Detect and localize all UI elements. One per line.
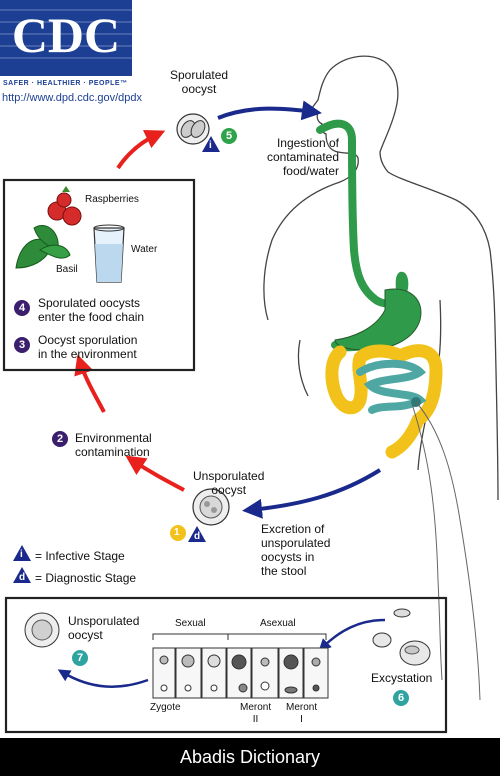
arrow-zygote-to-oocyst (57, 669, 149, 688)
bottom-unsporulated-label: Unsporulated oocyst (68, 614, 140, 642)
stage-4-badge: 4 (14, 300, 30, 316)
stage-5-label: Ingestion of contaminated food/water (266, 136, 339, 178)
stage-2-label: Environmental contamination (75, 431, 152, 459)
excystation-oocyst-image (372, 608, 431, 666)
arrow-excystation-to-meront (318, 618, 386, 652)
parasite-stages (159, 654, 321, 694)
arrow-oocyst-to-env (125, 455, 185, 492)
intracellular-box (4, 596, 448, 734)
stage-1-label: Excretion of unsporulated oocysts in the… (261, 522, 331, 578)
human-body-outline (263, 55, 499, 501)
stage-4-label: Sporulated oocysts enter the food chain (38, 296, 145, 324)
arrow-env-to-food (74, 354, 106, 413)
sexual-label: Sexual (175, 618, 206, 629)
infective-marker-icon (202, 136, 220, 152)
arrow-to-mouth (217, 100, 322, 121)
stage-3-badge: 3 (14, 337, 30, 353)
unsporulated-oocyst-label: Unsporulated oocyst (193, 469, 265, 497)
bottom-unsporulated-oocyst-image (24, 612, 60, 648)
digestive-tract (316, 119, 443, 459)
stage-7-badge: 7 (72, 650, 88, 666)
infective-legend-icon (13, 545, 31, 561)
legend-infective: = Infective Stage (35, 549, 125, 563)
cdc-tagline: SAFER · HEALTHIER · PEOPLE™ (3, 80, 128, 87)
legend-i-letter: i (20, 549, 23, 560)
arrow-food-to-oocyst (116, 129, 166, 170)
asexual-label: Asexual (260, 618, 296, 629)
legend-diagnostic: = Diagnostic Stage (35, 571, 137, 585)
cdc-logo-letters: CDC (12, 7, 120, 63)
sporulated-oocyst-label: Sporulated oocyst (170, 68, 229, 96)
legend-d-letter: d (19, 572, 26, 583)
stage-1-number: 1 (174, 527, 180, 538)
basil-image (15, 225, 71, 269)
stage-5-badge: 5 (221, 128, 237, 144)
basil-label: Basil (56, 264, 78, 275)
food-chain-box (2, 178, 196, 372)
sporulated-oocyst-image (176, 113, 210, 145)
stage-3-label: Oocyst sporulation in the environment (38, 333, 138, 361)
stage-5-i-letter: i (209, 140, 212, 151)
guide-lines (411, 401, 481, 701)
cdc-url[interactable]: http://www.dpd.cdc.gov/dpdx (2, 92, 143, 104)
water-label: Water (131, 244, 158, 255)
zygote-label: Zygote (150, 702, 181, 713)
unsporulated-oocyst-image (192, 488, 230, 526)
meront-ii-label: Meront II (240, 702, 272, 725)
stage-1-d-letter: d (194, 531, 201, 542)
stage-6-badge: 6 (393, 690, 409, 706)
footer-banner: Abadis Dictionary (0, 738, 500, 776)
diagnostic-legend-icon (13, 567, 31, 583)
meront-i-label: Meront I (286, 702, 318, 725)
water-glass-image (93, 224, 125, 283)
stage-brackets (152, 633, 327, 640)
raspberries-label: Raspberries (85, 194, 139, 205)
stage-2-badge: 2 (52, 431, 68, 447)
raspberries-image (47, 186, 82, 226)
arrow-stool-to-oocyst (242, 468, 382, 519)
excystation-label: Excystation (371, 671, 433, 685)
cdc-logo: CDC (0, 0, 132, 76)
stage-1-markers (170, 525, 206, 542)
